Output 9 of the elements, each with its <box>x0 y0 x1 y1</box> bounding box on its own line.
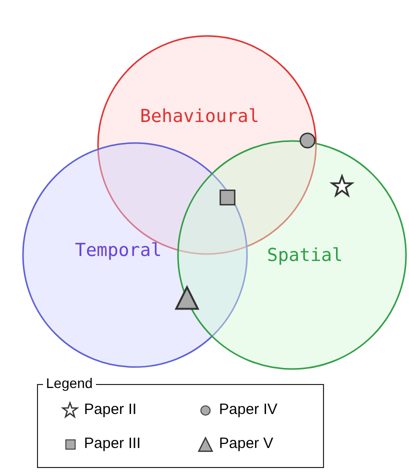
legend-title: Legend <box>43 375 96 391</box>
legend-label: Paper III <box>84 435 141 452</box>
legend-label: Paper IV <box>219 401 278 418</box>
set-label: Spatial <box>267 245 343 266</box>
legend-label: Paper V <box>219 435 274 452</box>
set-label: Temporal <box>75 240 162 261</box>
legend-label: Paper II <box>84 401 137 418</box>
set-label: Behavioural <box>140 106 260 127</box>
venn-circle <box>177 140 407 370</box>
